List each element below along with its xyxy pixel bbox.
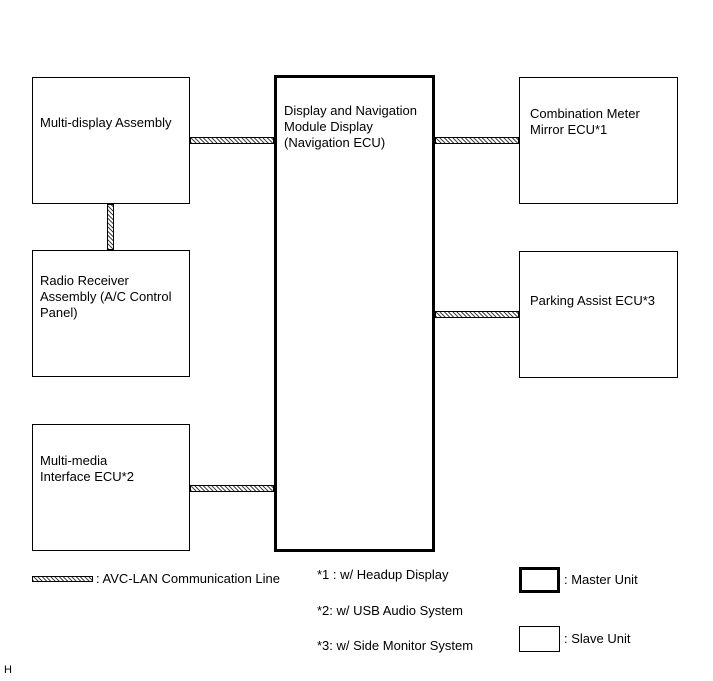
- parking-assist-ecu-box: Parking Assist ECU*3: [519, 251, 678, 378]
- legend-master-unit-label: : Master Unit: [564, 572, 638, 587]
- multi-display-assembly-box: Multi-display Assembly: [32, 77, 190, 204]
- avc-lan-line-parking-assist: [435, 311, 519, 318]
- footnote-2: *2: w/ USB Audio System: [317, 603, 463, 618]
- combination-meter-mirror-ecu-box: Combination Meter Mirror ECU*1: [519, 77, 678, 204]
- legend-master-unit-swatch: [519, 567, 560, 593]
- avc-lan-line-radio-receiver: [107, 204, 114, 250]
- navigation-ecu-master-box: Display and Navigation Module Display (N…: [274, 75, 435, 552]
- avc-lan-line-multi-media: [190, 485, 274, 492]
- footnote-1: *1 : w/ Headup Display: [317, 567, 449, 582]
- footnote-3: *3: w/ Side Monitor System: [317, 638, 474, 653]
- navigation-ecu-label: Display and Navigation Module Display (N…: [284, 103, 417, 150]
- legend-avc-lan-swatch: [32, 576, 93, 582]
- legend-slave-unit-label: : Slave Unit: [564, 631, 631, 646]
- avc-lan-line-combination-meter: [435, 137, 519, 144]
- parking-assist-ecu-label: Parking Assist ECU*3: [530, 293, 655, 308]
- combination-meter-mirror-ecu-label: Combination Meter Mirror ECU*1: [530, 106, 640, 137]
- radio-receiver-assembly-label: Radio Receiver Assembly (A/C Control Pan…: [40, 273, 172, 320]
- legend-avc-lan-label: : AVC-LAN Communication Line: [96, 571, 281, 586]
- multi-media-interface-ecu-box: Multi-media Interface ECU*2: [32, 424, 190, 551]
- radio-receiver-assembly-box: Radio Receiver Assembly (A/C Control Pan…: [32, 250, 190, 377]
- legend-slave-unit-swatch: [519, 626, 560, 652]
- avc-lan-line-multi-display: [190, 137, 274, 144]
- multi-media-interface-ecu-label: Multi-media Interface ECU*2: [40, 453, 134, 484]
- corner-mark: H: [4, 664, 12, 676]
- multi-display-assembly-label: Multi-display Assembly: [40, 115, 172, 130]
